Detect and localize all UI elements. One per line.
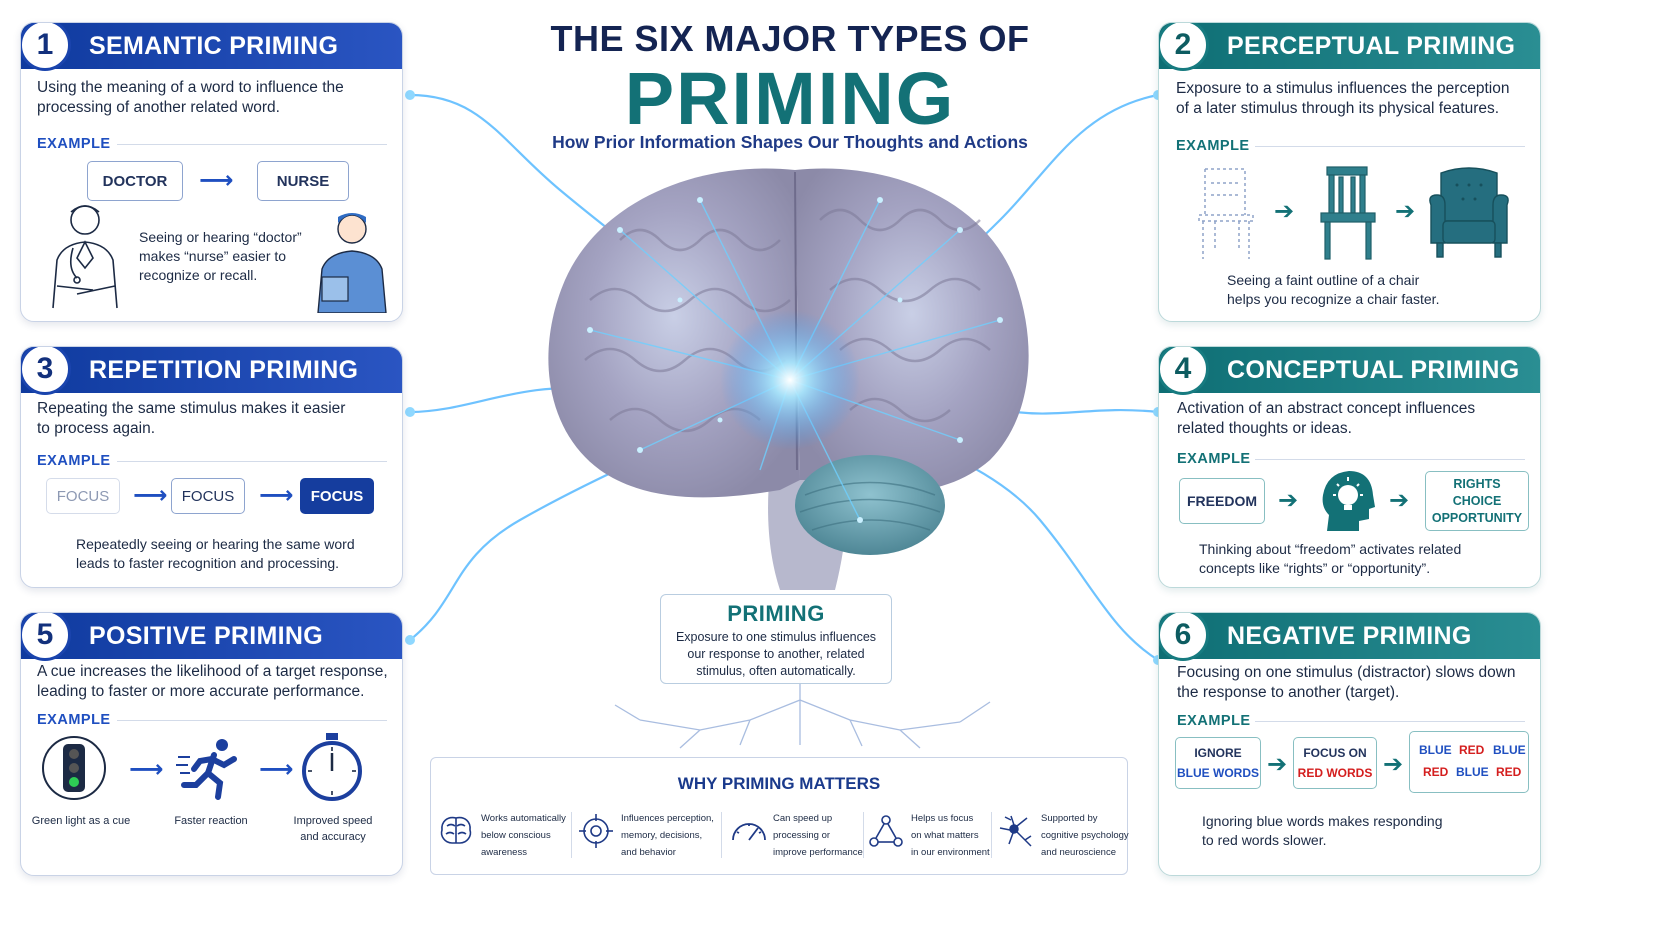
divider xyxy=(117,461,387,462)
card-header: REPETITION PRIMING xyxy=(21,347,402,393)
word-box-focus-medium: FOCUS xyxy=(171,478,245,514)
page-subtitle: How Prior Information Shapes Our Thought… xyxy=(552,132,1028,152)
word-box-focus-faint: FOCUS xyxy=(46,478,120,514)
chair-outline-icon xyxy=(1198,168,1254,259)
arrow-right-icon: ⟶ xyxy=(133,482,168,509)
card-perceptual-priming: PERCEPTUAL PRIMING Exposure to a stimulu… xyxy=(1158,22,1541,322)
card-semantic-priming: SEMANTIC PRIMING Using the meaning of a … xyxy=(20,22,403,322)
why-priming-matters-panel: WHY PRIMING MATTERS Works automatically … xyxy=(430,757,1129,875)
card-conceptual-priming: CONCEPTUAL PRIMING Activation of an abst… xyxy=(1158,346,1541,588)
page-title-main: PRIMING xyxy=(624,57,956,140)
example-label: EXAMPLE xyxy=(1176,138,1250,154)
panel-title: WHY PRIMING MATTERS xyxy=(677,774,881,793)
arrow-right-icon: ➔ xyxy=(1274,198,1295,225)
divider xyxy=(863,812,864,858)
example-caption: Seeing a faint outline of a chair helps … xyxy=(1227,272,1440,307)
divider xyxy=(117,720,387,721)
item-caption: Improved speed and accuracy xyxy=(293,815,373,843)
card-description: A cue increases the likelihood of a targ… xyxy=(37,663,388,700)
example-caption: Thinking about “freedom” activates relat… xyxy=(1199,541,1462,576)
instruction-box-focus: FOCUS ON RED WORDS xyxy=(1293,737,1377,789)
card-number-badge: 6 xyxy=(1159,613,1209,661)
card-number-badge: 1 xyxy=(21,23,71,71)
speedometer-icon xyxy=(732,823,766,841)
card-positive-priming: POSITIVE PRIMING A cue increases the lik… xyxy=(20,612,403,876)
arrow-right-icon: ⟶ xyxy=(259,482,294,509)
head-lightbulb-icon xyxy=(1322,471,1375,531)
arrow-right-icon: ➔ xyxy=(1267,751,1288,778)
card-description: Using the meaning of a word to influence… xyxy=(37,79,344,116)
card-header: CONCEPTUAL PRIMING xyxy=(1159,347,1540,393)
card-header: NEGATIVE PRIMING xyxy=(1159,613,1540,659)
stopwatch-icon xyxy=(302,733,362,801)
target-icon xyxy=(579,814,613,848)
word-box-focus-strong: FOCUS xyxy=(300,478,374,514)
divider xyxy=(1255,146,1525,147)
card-negative-priming: NEGATIVE PRIMING Focusing on one stimulu… xyxy=(1158,612,1541,876)
definition-text: Exposure to one stimulus influences our … xyxy=(675,630,877,678)
network-icon xyxy=(869,815,903,847)
example-label: EXAMPLE xyxy=(37,712,111,728)
armchair-icon xyxy=(1429,167,1509,258)
item-caption: Faster reaction xyxy=(174,815,248,827)
nurse-illustration xyxy=(317,213,387,313)
arrow-right-icon: ⟶ xyxy=(259,756,294,783)
neuron-icon xyxy=(999,815,1032,847)
arrow-right-icon: ⟶ xyxy=(129,756,164,783)
card-header: SEMANTIC PRIMING xyxy=(21,23,402,69)
doctor-illustration xyxy=(52,205,118,309)
stroop-word: RED xyxy=(1496,765,1522,779)
card-description: Focusing on one stimulus (distractor) sl… xyxy=(1177,664,1516,701)
arrow-right-icon: ⟶ xyxy=(199,167,234,194)
divider xyxy=(721,812,722,858)
related-concepts-box: RIGHTS CHOICE OPPORTUNITY xyxy=(1425,471,1529,531)
word-box-nurse: NURSE xyxy=(257,161,349,201)
instruction-box-ignore: IGNORE BLUE WORDS xyxy=(1175,737,1261,789)
card-number-badge: 5 xyxy=(21,613,71,661)
divider xyxy=(571,812,572,858)
example-caption: Ignoring blue words makes responding to … xyxy=(1202,813,1443,848)
card-repetition-priming: REPETITION PRIMING Repeating the same st… xyxy=(20,346,403,588)
arrow-right-icon: ➔ xyxy=(1383,751,1404,778)
chair-icon xyxy=(1320,166,1376,260)
card-header: POSITIVE PRIMING xyxy=(21,613,402,659)
word-box-doctor: DOCTOR xyxy=(87,161,183,201)
stroop-words-box xyxy=(1409,731,1529,793)
traffic-light-icon xyxy=(42,736,106,800)
running-person-icon xyxy=(176,739,237,800)
divider xyxy=(1255,721,1525,722)
card-header: PERCEPTUAL PRIMING xyxy=(1159,23,1540,69)
divider xyxy=(1255,459,1525,460)
priming-definition-box: PRIMING Exposure to one stimulus influen… xyxy=(660,594,892,684)
brain-icon xyxy=(440,816,472,844)
card-description: Activation of an abstract concept influe… xyxy=(1177,400,1476,437)
example-label: EXAMPLE xyxy=(1177,713,1251,729)
divider xyxy=(991,812,992,858)
example-label: EXAMPLE xyxy=(37,136,111,152)
stroop-word: BLUE xyxy=(1493,743,1526,757)
stroop-word: RED xyxy=(1423,765,1449,779)
neuron-roots-illustration xyxy=(614,660,991,749)
definition-title: PRIMING xyxy=(727,601,825,626)
example-caption: Seeing or hearing “doctor” makes “nurse”… xyxy=(139,229,302,283)
stroop-word: BLUE xyxy=(1419,743,1452,757)
card-number-badge: 4 xyxy=(1159,347,1209,395)
example-label: EXAMPLE xyxy=(37,453,111,469)
example-label: EXAMPLE xyxy=(1177,451,1251,467)
card-number-badge: 2 xyxy=(1159,23,1209,71)
item-caption: Green light as a cue xyxy=(31,815,131,827)
card-description: Repeating the same stimulus makes it eas… xyxy=(37,400,346,437)
card-number-badge: 3 xyxy=(21,347,71,395)
card-description: Exposure to a stimulus influences the pe… xyxy=(1176,80,1510,117)
example-caption: Repeatedly seeing or hearing the same wo… xyxy=(76,536,355,571)
stroop-word: BLUE xyxy=(1456,765,1489,779)
arrow-right-icon: ➔ xyxy=(1278,487,1299,514)
stroop-word: RED xyxy=(1459,743,1485,757)
arrow-right-icon: ➔ xyxy=(1389,487,1410,514)
arrow-right-icon: ➔ xyxy=(1395,198,1416,225)
divider xyxy=(117,144,387,145)
page-title-line1: THE SIX MAJOR TYPES OF xyxy=(550,18,1030,59)
word-box-freedom: FREEDOM xyxy=(1179,478,1265,524)
